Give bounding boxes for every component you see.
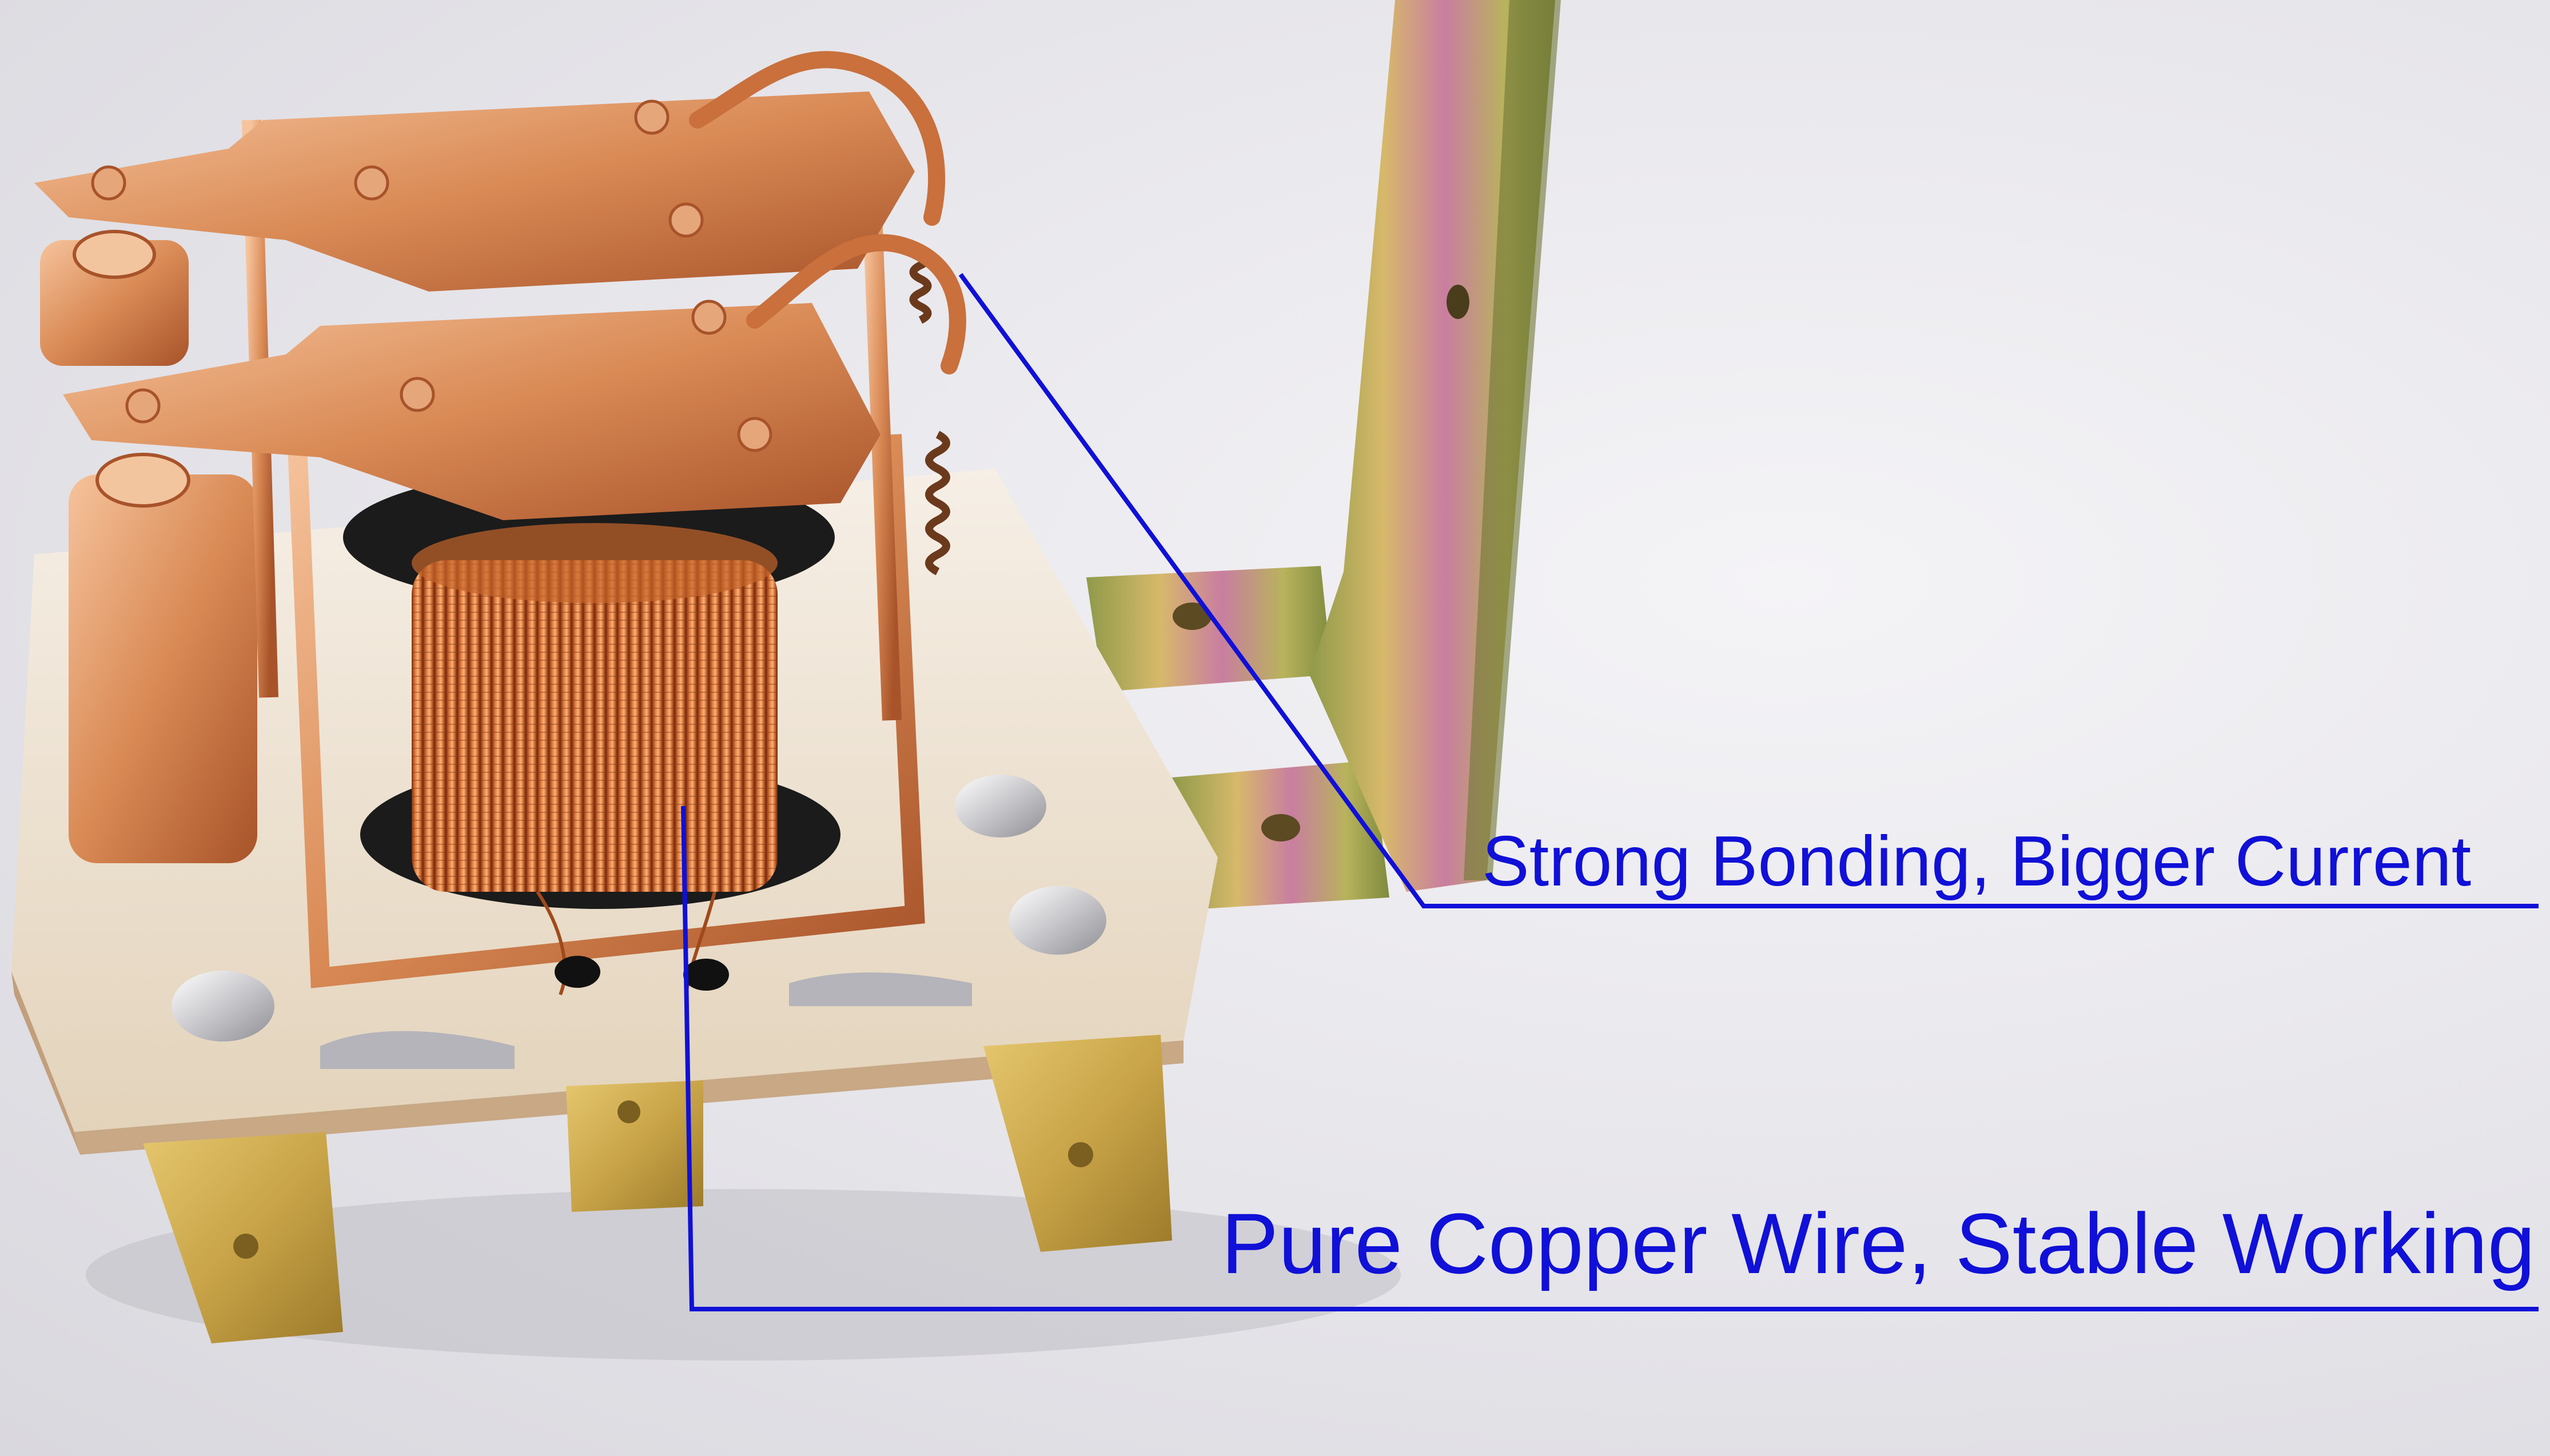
leader-line-copper (681, 805, 2539, 1311)
upper-armature (34, 91, 915, 292)
leader-line-bonding (958, 273, 2539, 908)
mounting-bracket (1086, 0, 1561, 909)
spade-terminals (143, 1035, 1172, 1343)
lower-armature (63, 300, 880, 520)
contact-posts (40, 230, 257, 863)
rivets (172, 775, 1106, 1069)
leader-lines (681, 273, 2539, 1311)
callout-bonding-label: Strong Bonding, Bigger Current (1482, 822, 2472, 901)
braided-leads (689, 51, 966, 374)
copper-coil (412, 560, 778, 892)
callout-copper-label: Pure Copper Wire, Stable Working (1221, 1195, 2536, 1291)
